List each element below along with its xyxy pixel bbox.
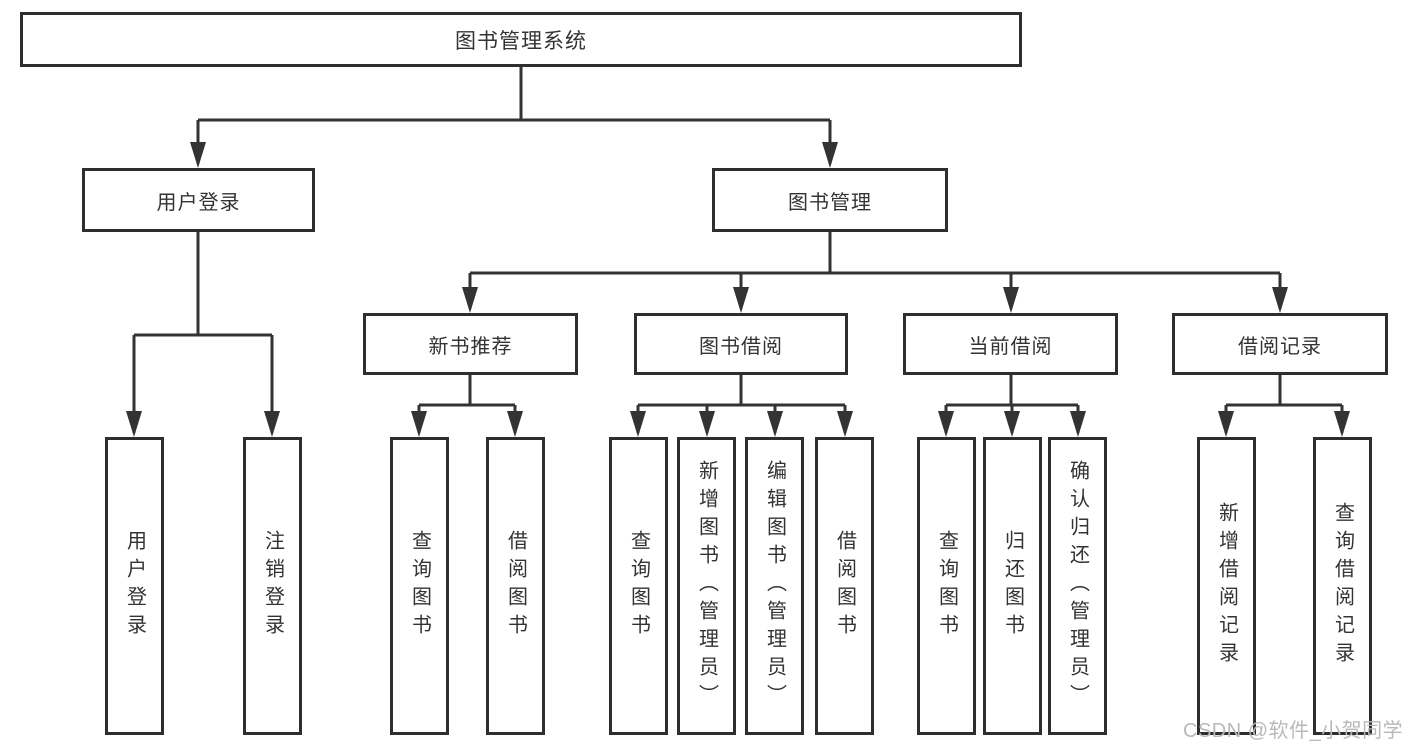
leaf-add-book-admin: 新增图书（管理员） [677, 437, 736, 735]
node-new-book-recommend: 新书推荐 [363, 313, 578, 375]
node-current-borrowing: 当前借阅 [903, 313, 1118, 375]
leaf-confirm-return-admin: 确认归还（管理员） [1048, 437, 1107, 735]
node-book-borrowing: 图书借阅 [634, 313, 848, 375]
leaf-logout: 注销登录 [243, 437, 302, 735]
leaf-query-borrow-record-label: 查询借阅记录 [1331, 502, 1354, 670]
leaf-query-books-borrow: 查询图书 [609, 437, 668, 735]
leaf-user-login: 用户登录 [105, 437, 164, 735]
connector-current-borrow-children [938, 375, 1086, 437]
leaf-borrow-books: 借阅图书 [815, 437, 874, 735]
leaf-edit-book-admin-label: 编辑图书（管理员） [763, 460, 786, 712]
connector-user-login-children [126, 232, 280, 437]
connector-root-to-level2 [190, 67, 838, 168]
leaf-query-books-recommend: 查询图书 [390, 437, 449, 735]
leaf-query-books-current-label: 查询图书 [935, 530, 958, 642]
connector-book-borrow-children [630, 375, 853, 437]
leaf-logout-label: 注销登录 [261, 530, 284, 642]
leaf-return-book-label: 归还图书 [1001, 530, 1024, 642]
leaf-confirm-return-admin-label: 确认归还（管理员） [1066, 460, 1089, 712]
node-borrowing-records: 借阅记录 [1172, 313, 1388, 375]
leaf-query-borrow-record: 查询借阅记录 [1313, 437, 1372, 735]
leaf-user-login-label: 用户登录 [123, 530, 146, 642]
leaf-query-books-recommend-label: 查询图书 [408, 530, 431, 642]
connector-borrow-record-children [1218, 375, 1350, 437]
leaf-borrow-books-label: 借阅图书 [833, 530, 856, 642]
leaf-query-books-current: 查询图书 [917, 437, 976, 735]
connector-new-book-children [411, 375, 523, 437]
leaf-borrow-books-recommend-label: 借阅图书 [504, 530, 527, 642]
csdn-watermark: CSDN @软件_小贺同学 [1183, 720, 1404, 742]
node-user-login-module: 用户登录 [82, 168, 315, 232]
leaf-return-book: 归还图书 [983, 437, 1042, 735]
leaf-add-borrow-record: 新增借阅记录 [1197, 437, 1256, 735]
leaf-query-books-borrow-label: 查询图书 [627, 530, 650, 642]
leaf-add-book-admin-label: 新增图书（管理员） [695, 460, 718, 712]
leaf-borrow-books-recommend: 借阅图书 [486, 437, 545, 735]
leaf-edit-book-admin: 编辑图书（管理员） [745, 437, 804, 735]
connector-book-management-to-level3 [462, 232, 1288, 313]
node-book-management-module: 图书管理 [712, 168, 948, 232]
node-root-system: 图书管理系统 [20, 12, 1022, 67]
leaf-add-borrow-record-label: 新增借阅记录 [1215, 502, 1238, 670]
